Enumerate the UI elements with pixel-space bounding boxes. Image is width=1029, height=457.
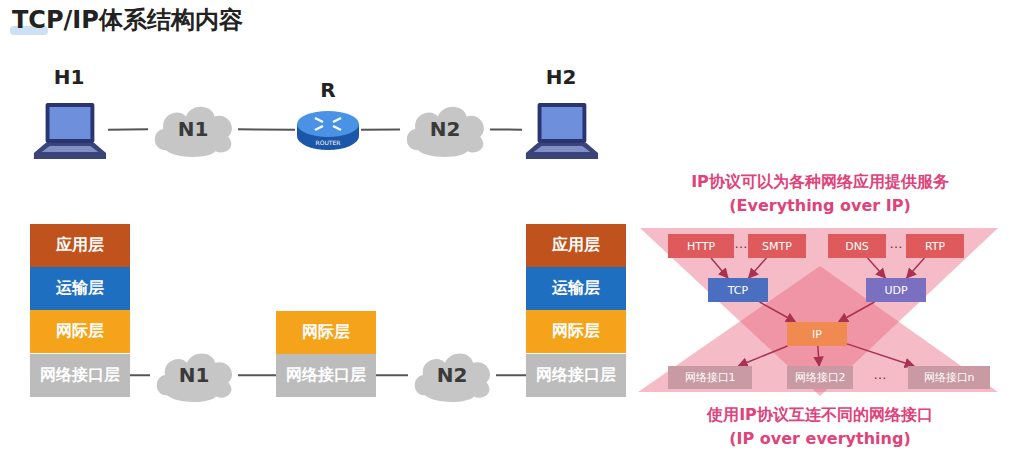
- router-arrows: [315, 118, 341, 130]
- layer-box: 网际层: [30, 310, 130, 353]
- protocol-label: SMTP: [762, 240, 792, 253]
- network-cloud: N1: [148, 100, 238, 158]
- network-link: [238, 374, 276, 376]
- title: TCP/IP体系结构内容: [12, 4, 243, 36]
- protocol-label: DNS: [845, 240, 869, 253]
- network-link: [496, 374, 526, 376]
- protocol-box: HTTP: [668, 234, 734, 258]
- protocol-box: 网络接口n: [908, 366, 990, 389]
- layer-box: 运输层: [526, 267, 626, 310]
- layer-box: 网络接口层: [276, 354, 376, 397]
- protocol-label: 网络接口n: [924, 370, 975, 385]
- cloud-label: N2: [430, 117, 461, 141]
- layer-label: 网际层: [302, 322, 350, 343]
- layer-box: 网际层: [276, 311, 376, 354]
- protocol-box: TCP: [708, 278, 768, 302]
- laptop-screen: [538, 103, 587, 143]
- host-label: H2: [546, 65, 577, 89]
- protocol-arrow: [868, 258, 886, 278]
- cloud-label: N1: [178, 117, 209, 141]
- protocol-label: IP: [812, 328, 822, 341]
- protocol-label: TCP: [728, 284, 748, 297]
- laptop-keys: [534, 146, 591, 152]
- laptop-display: [50, 107, 91, 139]
- pink-subheading: (IP over everything): [729, 429, 910, 448]
- pink-heading: 使用IP协议互连不同的网络接口: [707, 405, 933, 426]
- host-laptop: H1: [30, 95, 108, 165]
- protocol-box: DNS: [828, 234, 886, 258]
- pink-subheading: (Everything over IP): [729, 196, 911, 215]
- lower-triangle: [638, 266, 998, 392]
- protocol-arrow: [711, 258, 728, 278]
- laptop-base: [526, 143, 598, 159]
- laptop-keys: [42, 146, 99, 152]
- protocol-box: IP: [787, 322, 847, 346]
- protocol-arrow: [760, 302, 796, 322]
- ellipsis: …: [890, 236, 903, 251]
- pink-heading: IP协议可以为各种网络应用提供服务: [691, 172, 949, 193]
- layer-box: 网络接口层: [526, 354, 626, 397]
- layer-label: 运输层: [56, 278, 104, 299]
- protocol-box: 网络接口1: [668, 366, 752, 389]
- network-link: [490, 128, 522, 130]
- protocol-arrow: [818, 346, 819, 366]
- cloud-label: N1: [179, 363, 210, 387]
- network-link: [376, 374, 408, 376]
- protocol-label: 网络接口2: [795, 370, 846, 385]
- layer-label: 网络接口层: [536, 365, 616, 386]
- layer-label: 网际层: [56, 321, 104, 342]
- host-label: H1: [54, 65, 85, 89]
- layer-box: 运输层: [30, 267, 130, 310]
- network-cloud: N1: [150, 347, 238, 403]
- layer-label: 应用层: [552, 235, 600, 256]
- ellipsis: …: [874, 367, 887, 382]
- cloud-outline: [155, 107, 232, 157]
- protocol-label: 网络接口1: [685, 370, 736, 385]
- protocol-label: UDP: [884, 284, 907, 297]
- host-laptop: H2: [522, 95, 600, 165]
- layer-box: 网络接口层: [30, 354, 130, 397]
- layer-box: 网际层: [526, 310, 626, 353]
- layer-label: 网络接口层: [40, 365, 120, 386]
- protocol-arrow: [839, 302, 875, 322]
- protocol-label: RTP: [925, 240, 945, 253]
- protocol-arrow: [847, 344, 914, 366]
- layer-box: 应用层: [30, 224, 130, 267]
- laptop-screen: [46, 103, 95, 143]
- layer-label: 网际层: [552, 321, 600, 342]
- layer-label: 应用层: [56, 235, 104, 256]
- router-icon: RROUTER: [295, 108, 361, 152]
- router-top: [297, 111, 359, 137]
- ellipsis: …: [735, 236, 748, 251]
- protocol-label: HTTP: [687, 240, 715, 253]
- protocol-box: SMTP: [748, 234, 806, 258]
- protocol-box: RTP: [906, 234, 964, 258]
- protocol-box: UDP: [866, 278, 926, 302]
- router-label: R: [320, 78, 335, 102]
- cloud-outline: [415, 353, 490, 402]
- protocol-arrow: [749, 258, 767, 278]
- cloud-label: N2: [437, 363, 468, 387]
- laptop-shape: [522, 95, 600, 165]
- layer-label: 运输层: [552, 278, 600, 299]
- router-brand: ROUTER: [316, 139, 341, 146]
- laptop-base: [34, 143, 106, 159]
- protocol-arrow: [907, 258, 925, 278]
- protocol-box: 网络接口2: [787, 366, 853, 389]
- network-link: [238, 128, 295, 130]
- cloud-outline: [157, 353, 232, 402]
- cloud-outline: [407, 107, 484, 157]
- network-cloud: N2: [408, 347, 496, 403]
- network-link: [130, 374, 150, 376]
- layer-box: 应用层: [526, 224, 626, 267]
- laptop-display: [542, 107, 583, 139]
- laptop-shape: [30, 95, 108, 165]
- network-link: [361, 128, 400, 130]
- layer-label: 网络接口层: [286, 365, 366, 386]
- network-link: [108, 128, 148, 130]
- protocol-arrow: [738, 346, 787, 366]
- network-cloud: N2: [400, 100, 490, 158]
